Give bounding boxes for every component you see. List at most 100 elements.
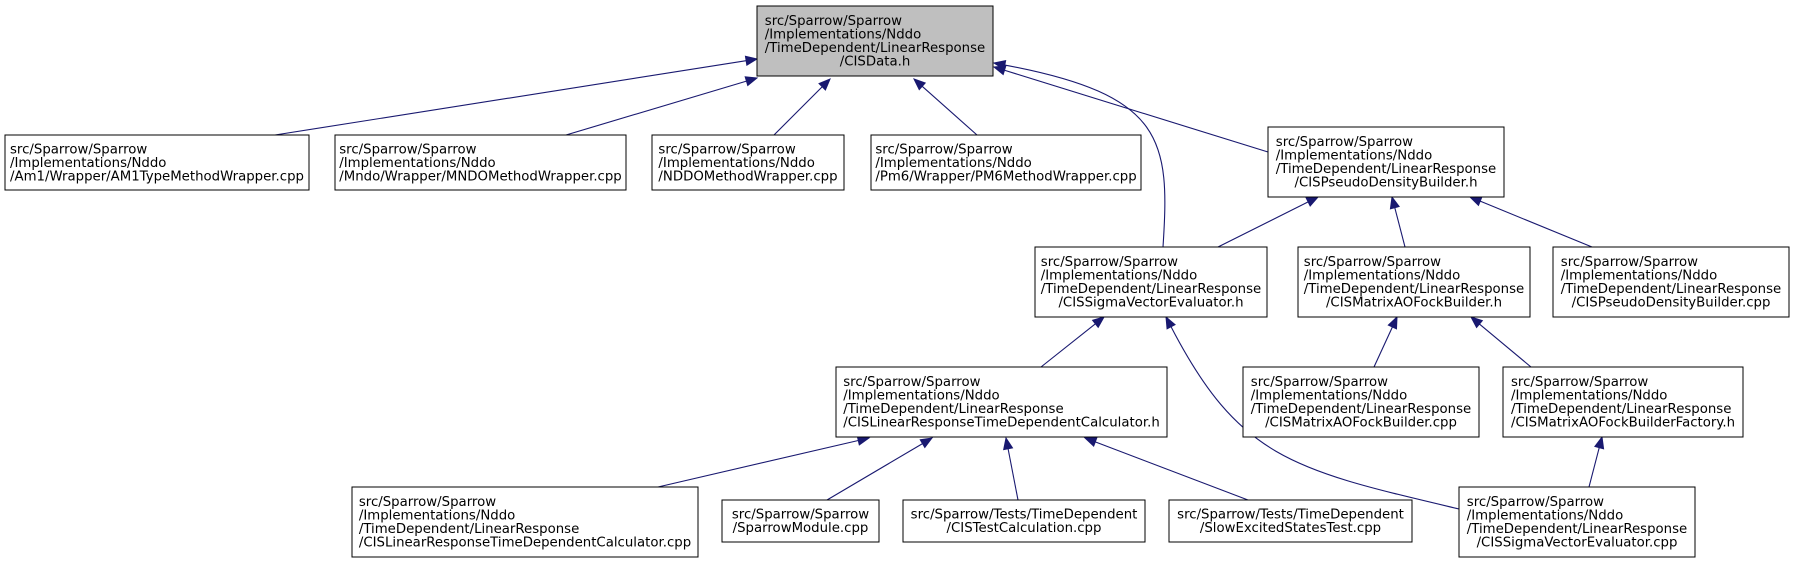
node-label-line: src/Sparrow/Sparrow [1251, 375, 1388, 390]
node-am1_wrapper_cpp[interactable]: src/Sparrow/Sparrow/Implementations/Nddo… [4, 134, 310, 191]
arrowhead-icon [992, 59, 1007, 71]
node-cistestcalc_cpp[interactable]: src/Sparrow/Tests/TimeDependent/CISTestC… [902, 499, 1146, 543]
node-label-line: /Implementations/Nddo [658, 156, 814, 171]
edge-sparrowmodule_cpp-to-cislinear_h [826, 437, 934, 501]
arrowhead-icon [1469, 316, 1484, 329]
node-label-line: /TimeDependent/LinearResponse [359, 522, 579, 537]
edge-line [565, 80, 747, 136]
edge-mndo_wrapper_cpp-to-cisdata_h [565, 76, 759, 136]
arrowhead-icon [818, 78, 831, 91]
edge-line [657, 439, 859, 488]
node-cislinear_cpp[interactable]: src/Sparrow/Sparrow/Implementations/Nddo… [351, 486, 699, 558]
node-cissigma_h[interactable]: src/Sparrow/Sparrow/Implementations/Nddo… [1034, 246, 1268, 318]
node-label-line: src/Sparrow/Sparrow [1304, 255, 1441, 270]
node-box[interactable] [870, 134, 1142, 191]
node-label-line: /Implementations/Nddo [765, 28, 921, 43]
node-box[interactable] [1242, 366, 1480, 438]
node-cismatrix_cpp[interactable]: src/Sparrow/Sparrow/Implementations/Nddo… [1242, 366, 1480, 438]
node-box[interactable] [351, 486, 699, 558]
node-label-line: /TimeDependent/LinearResponse [1561, 282, 1781, 297]
edge-cissigma_h-to-cisdata_h [992, 59, 1166, 248]
edge-line [1004, 69, 1269, 153]
node-cislinear_h[interactable]: src/Sparrow/Sparrow/Implementations/Nddo… [835, 366, 1168, 438]
node-label-line: /Implementations/Nddo [1561, 269, 1717, 284]
node-sparrowmodule_cpp[interactable]: src/Sparrow/Sparrow/SparrowModule.cpp [721, 499, 880, 543]
node-label-line: /CISData.h [840, 55, 911, 70]
edge-line [1479, 323, 1532, 368]
node-cissigma_cpp[interactable]: src/Sparrow/Sparrow/Implementations/Nddo… [1458, 486, 1696, 558]
node-cismatrix_factory_h[interactable]: src/Sparrow/Sparrow/Implementations/Nddo… [1502, 366, 1744, 438]
node-cismatrix_h[interactable]: src/Sparrow/Sparrow/Implementations/Nddo… [1297, 246, 1531, 318]
edge-line [1588, 447, 1600, 488]
node-label-line: /TimeDependent/LinearResponse [1467, 522, 1687, 537]
node-box[interactable] [651, 134, 845, 191]
edge-line [1170, 326, 1460, 510]
arrowhead-icon [919, 437, 934, 449]
node-label-line: /TimeDependent/LinearResponse [1276, 162, 1496, 177]
edge-line [1217, 201, 1309, 248]
edge-line [1007, 448, 1019, 501]
node-box[interactable] [1297, 246, 1531, 318]
node-label-line: src/Sparrow/Tests/TimeDependent [1177, 508, 1404, 523]
node-pm6_wrapper_cpp[interactable]: src/Sparrow/Sparrow/Implementations/Nddo… [870, 134, 1142, 191]
edge-line [1373, 326, 1393, 368]
node-label-line: /SparrowModule.cpp [733, 521, 869, 536]
node-label-line: src/Sparrow/Sparrow [658, 142, 795, 157]
node-cispseudo_cpp[interactable]: src/Sparrow/Sparrow/Implementations/Nddo… [1552, 246, 1790, 318]
node-box[interactable] [334, 134, 627, 191]
node-box[interactable] [1267, 126, 1505, 198]
node-box[interactable] [835, 366, 1168, 438]
node-label-line: /NDDOMethodWrapper.cpp [658, 169, 837, 184]
node-box[interactable] [1458, 486, 1696, 558]
arrowhead-icon [744, 76, 759, 87]
arrowhead-icon [1468, 196, 1483, 207]
node-box[interactable] [1034, 246, 1268, 318]
node-label-line: src/Sparrow/Sparrow [1467, 495, 1604, 510]
node-label-line: src/Sparrow/Sparrow [10, 142, 147, 157]
edge-nddo_wrapper_cpp-to-cisdata_h [773, 78, 831, 136]
node-label-line: /CISLinearResponseTimeDependentCalculato… [359, 536, 691, 551]
node-box[interactable] [902, 499, 1146, 543]
node-label-line: src/Sparrow/Sparrow [732, 508, 869, 523]
node-cispseudo_h[interactable]: src/Sparrow/Sparrow/Implementations/Nddo… [1267, 126, 1505, 198]
edge-line [274, 60, 747, 136]
arrowhead-icon [1083, 437, 1098, 447]
node-mndo_wrapper_cpp[interactable]: src/Sparrow/Sparrow/Implementations/Nddo… [334, 134, 627, 191]
arrowhead-icon [1305, 196, 1320, 207]
edge-line [1040, 323, 1096, 368]
node-box[interactable] [1502, 366, 1744, 438]
node-label-line: /CISTestCalculation.cpp [947, 521, 1102, 536]
node-label-line: /Implementations/Nddo [843, 389, 999, 404]
edge-pm6_wrapper_cpp-to-cisdata_h [913, 78, 978, 136]
node-label-line: /CISSigmaVectorEvaluator.h [1058, 296, 1243, 311]
node-label-line: /Pm6/Wrapper/PM6MethodWrapper.cpp [875, 169, 1136, 184]
edge-cismatrix_cpp-to-cismatrix_h [1373, 315, 1398, 368]
node-box[interactable] [1552, 246, 1790, 318]
edge-cismatrix_factory_h-to-cismatrix_h [1469, 316, 1532, 368]
node-label-line: /SlowExcitedStatesTest.cpp [1200, 521, 1381, 536]
edge-line [1394, 207, 1406, 248]
node-label-line: src/Sparrow/Sparrow [339, 142, 476, 157]
node-label-line: /Implementations/Nddo [1251, 389, 1407, 404]
node-box[interactable] [4, 134, 310, 191]
edge-line [921, 85, 978, 136]
node-box[interactable] [721, 499, 880, 543]
node-nddo_wrapper_cpp[interactable]: src/Sparrow/Sparrow/Implementations/Nddo… [651, 134, 845, 191]
edge-cissigma_cpp-to-cissigma_h [1165, 315, 1460, 510]
node-box[interactable] [1168, 499, 1413, 543]
node-slowexcited_cpp[interactable]: src/Sparrow/Tests/TimeDependent/SlowExci… [1168, 499, 1413, 543]
nodes-layer: src/Sparrow/Sparrow/Implementations/Nddo… [4, 5, 1790, 558]
node-label-line: /TimeDependent/LinearResponse [1251, 402, 1471, 417]
root-node-box[interactable] [756, 5, 994, 77]
edge-line [1095, 441, 1249, 501]
edge-slowexcited_cpp-to-cislinear_h [1083, 437, 1249, 501]
node-label-line: /CISMatrixAOFockBuilderFactory.h [1511, 416, 1735, 431]
node-cisdata_h[interactable]: src/Sparrow/Sparrow/Implementations/Nddo… [756, 5, 994, 77]
node-label-line: /Implementations/Nddo [875, 156, 1031, 171]
node-label-line: /Implementations/Nddo [10, 156, 166, 171]
edge-cislinear_h-to-cissigma_h [1040, 316, 1106, 368]
node-label-line: /TimeDependent/LinearResponse [843, 402, 1063, 417]
node-label-line: /Am1/Wrapper/AM1TypeMethodWrapper.cpp [10, 169, 304, 184]
node-label-line: /TimeDependent/LinearResponse [765, 41, 985, 56]
